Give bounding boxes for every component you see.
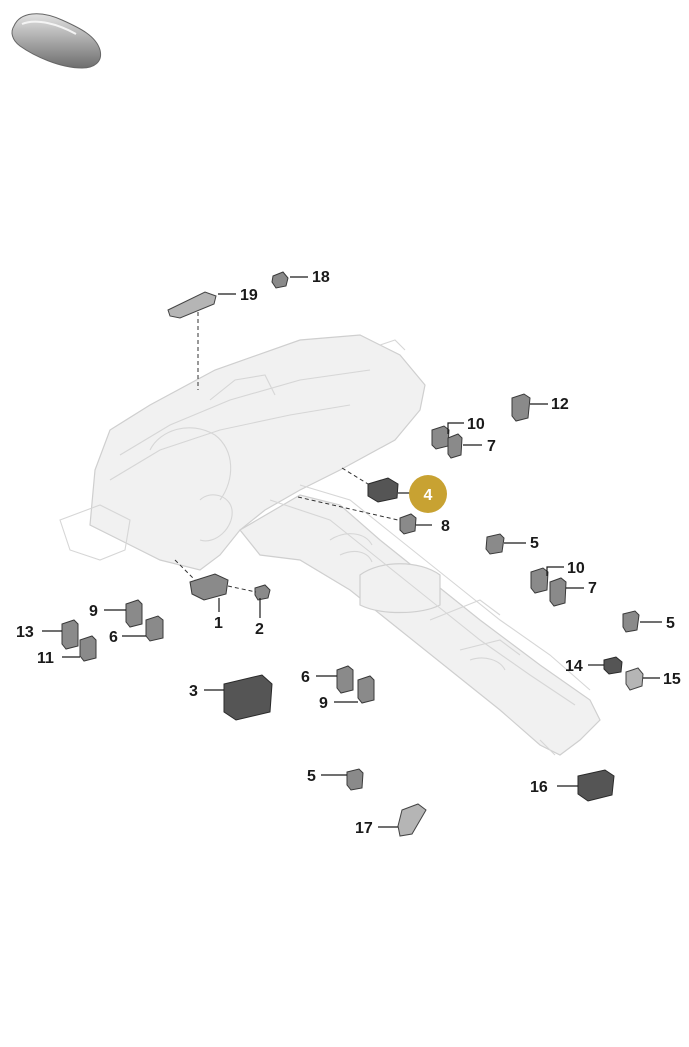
part-15-shape[interactable] — [625, 667, 644, 691]
callout-11[interactable]: 11 — [37, 650, 54, 667]
callout-4-highlighted[interactable]: 4 — [409, 475, 447, 513]
part-6a-shape[interactable] — [145, 615, 164, 642]
part-10a-shape[interactable] — [431, 425, 450, 450]
callout-1[interactable]: 1 — [214, 615, 223, 632]
part-9a-shape[interactable] — [125, 599, 143, 628]
car-thumbnail-icon[interactable] — [11, 13, 102, 69]
part-19-shape[interactable] — [167, 291, 217, 319]
callout-5-right-upper[interactable]: 5 — [530, 535, 539, 552]
callout-4-badge — [409, 475, 447, 513]
callout-9-left[interactable]: 9 — [89, 603, 98, 620]
callout-9-center[interactable]: 9 — [319, 695, 328, 712]
callout-3[interactable]: 3 — [189, 683, 198, 700]
part-2-shape[interactable] — [254, 584, 271, 601]
callout-14[interactable]: 14 — [565, 658, 583, 675]
part-16-shape[interactable] — [577, 769, 615, 802]
dashboard-assembly-illustration — [59, 334, 601, 756]
part-9b-shape[interactable] — [357, 675, 375, 704]
callout-10-lower[interactable]: 10 — [567, 560, 585, 577]
part-7b-shape[interactable] — [549, 577, 567, 607]
callout-4: 4 — [424, 487, 433, 504]
part-10b-shape[interactable] — [530, 567, 549, 594]
part-3-shape[interactable] — [223, 674, 273, 721]
callout-labels: 19 18 12 10 7 4 8 5 10 7 5 14 15 16 13 1… — [16, 269, 681, 837]
part-13-shape[interactable] — [61, 619, 79, 650]
part-4-shape[interactable] — [367, 477, 399, 503]
callout-18[interactable]: 18 — [312, 269, 330, 286]
callout-17[interactable]: 17 — [355, 820, 373, 837]
callout-12[interactable]: 12 — [551, 396, 569, 413]
callout-15[interactable]: 15 — [663, 671, 681, 688]
callout-7-upper[interactable]: 7 — [487, 438, 496, 455]
callout-5-bottom[interactable]: 5 — [307, 768, 316, 785]
callout-2[interactable]: 2 — [255, 621, 264, 638]
installation-dashed-lines — [174, 312, 399, 593]
part-12-shape[interactable] — [511, 393, 531, 422]
part-18-shape[interactable] — [271, 271, 289, 289]
callout-6-left[interactable]: 6 — [109, 629, 118, 646]
part-1-shape[interactable] — [189, 573, 229, 601]
callout-10-upper[interactable]: 10 — [467, 416, 485, 433]
callout-6-center[interactable]: 6 — [301, 669, 310, 686]
part-7a-shape[interactable] — [447, 433, 463, 459]
part-11-shape[interactable] — [79, 635, 97, 662]
callout-8[interactable]: 8 — [441, 518, 450, 535]
part-5b-shape[interactable] — [622, 610, 640, 633]
callout-13[interactable]: 13 — [16, 624, 34, 641]
part-8-shape[interactable] — [399, 513, 417, 535]
part-6b-shape[interactable] — [336, 665, 354, 694]
callout-7-lower[interactable]: 7 — [588, 580, 597, 597]
callout-5-far-right[interactable]: 5 — [666, 615, 675, 632]
part-17-shape[interactable] — [397, 803, 427, 837]
part-5c-shape[interactable] — [346, 768, 364, 791]
callout-19[interactable]: 19 — [240, 287, 258, 304]
callout-16[interactable]: 16 — [530, 779, 548, 796]
part-5a-shape[interactable] — [485, 533, 505, 555]
part-14-shape[interactable] — [603, 656, 623, 675]
callout-leader-lines — [42, 276, 662, 828]
